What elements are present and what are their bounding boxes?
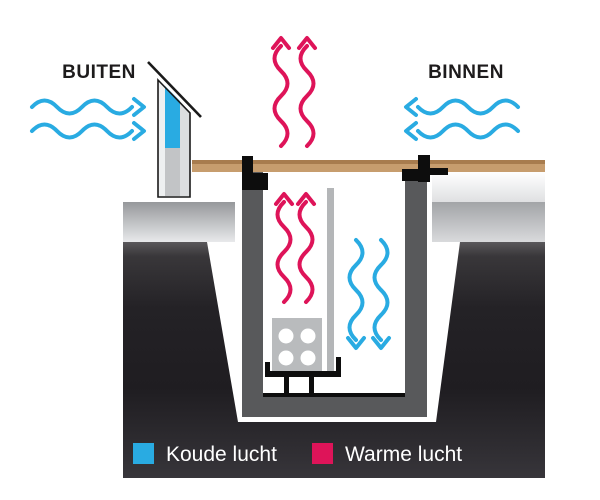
cold-air-arrows-outside (30, 97, 146, 141)
label-inside: BINNEN (428, 62, 504, 83)
cold-air-arrow-icon (404, 97, 520, 117)
legend-swatch-warm (312, 443, 333, 464)
floor-bracket-left (242, 156, 268, 190)
wooden-floor-edge (192, 160, 545, 164)
warm-air-arrow-icon (297, 36, 317, 148)
vent-inner-panel (180, 101, 190, 196)
cold-air-arrow-icon (404, 121, 520, 141)
warm-air-arrow-icon (271, 36, 291, 148)
warm-air-rising-pit-arrows (274, 192, 316, 304)
wooden-floor (192, 160, 545, 172)
cold-air-arrow-icon (371, 238, 391, 350)
cold-air-arrows-inside-room (404, 97, 520, 141)
legend-label-cold: Koude lucht (166, 443, 277, 466)
heat-exchanger (272, 318, 322, 372)
floor-bracket-right (402, 155, 448, 182)
label-outside: BUITEN (62, 62, 136, 83)
cold-air-arrow-icon (30, 121, 146, 141)
warm-air-arrow-icon (274, 192, 294, 304)
legend-swatch-cold (133, 443, 154, 464)
legend-label-warm: Warme lucht (345, 443, 462, 466)
cold-air-arrow-icon (346, 238, 366, 350)
pipe-circle (300, 328, 316, 344)
outside-air-vent (147, 61, 202, 198)
vent-rain-cover (147, 61, 202, 118)
air-divider-baffle (327, 188, 334, 372)
cold-air-arrow-icon (30, 97, 146, 117)
legend: Koude lucht Warme lucht (133, 443, 462, 466)
pipe-circle (278, 350, 294, 366)
pipe-circle (300, 350, 316, 366)
warm-air-arrow-icon (296, 192, 316, 304)
vent-cold-air-column (165, 86, 180, 148)
ground-soil-mass (123, 242, 545, 478)
warm-air-rising-room-arrows (271, 36, 317, 148)
inner-floor-slab-top (432, 172, 545, 202)
inner-floor-slab-bottom (432, 202, 545, 242)
pit-floor-line (263, 393, 405, 397)
outer-foundation-block (123, 202, 235, 242)
cold-air-descending-pit-arrows (346, 238, 391, 350)
convector-pit (242, 169, 427, 417)
heat-exchanger-stand (265, 357, 341, 395)
vent-lower-column (165, 148, 180, 196)
pipe-circle (278, 328, 294, 344)
